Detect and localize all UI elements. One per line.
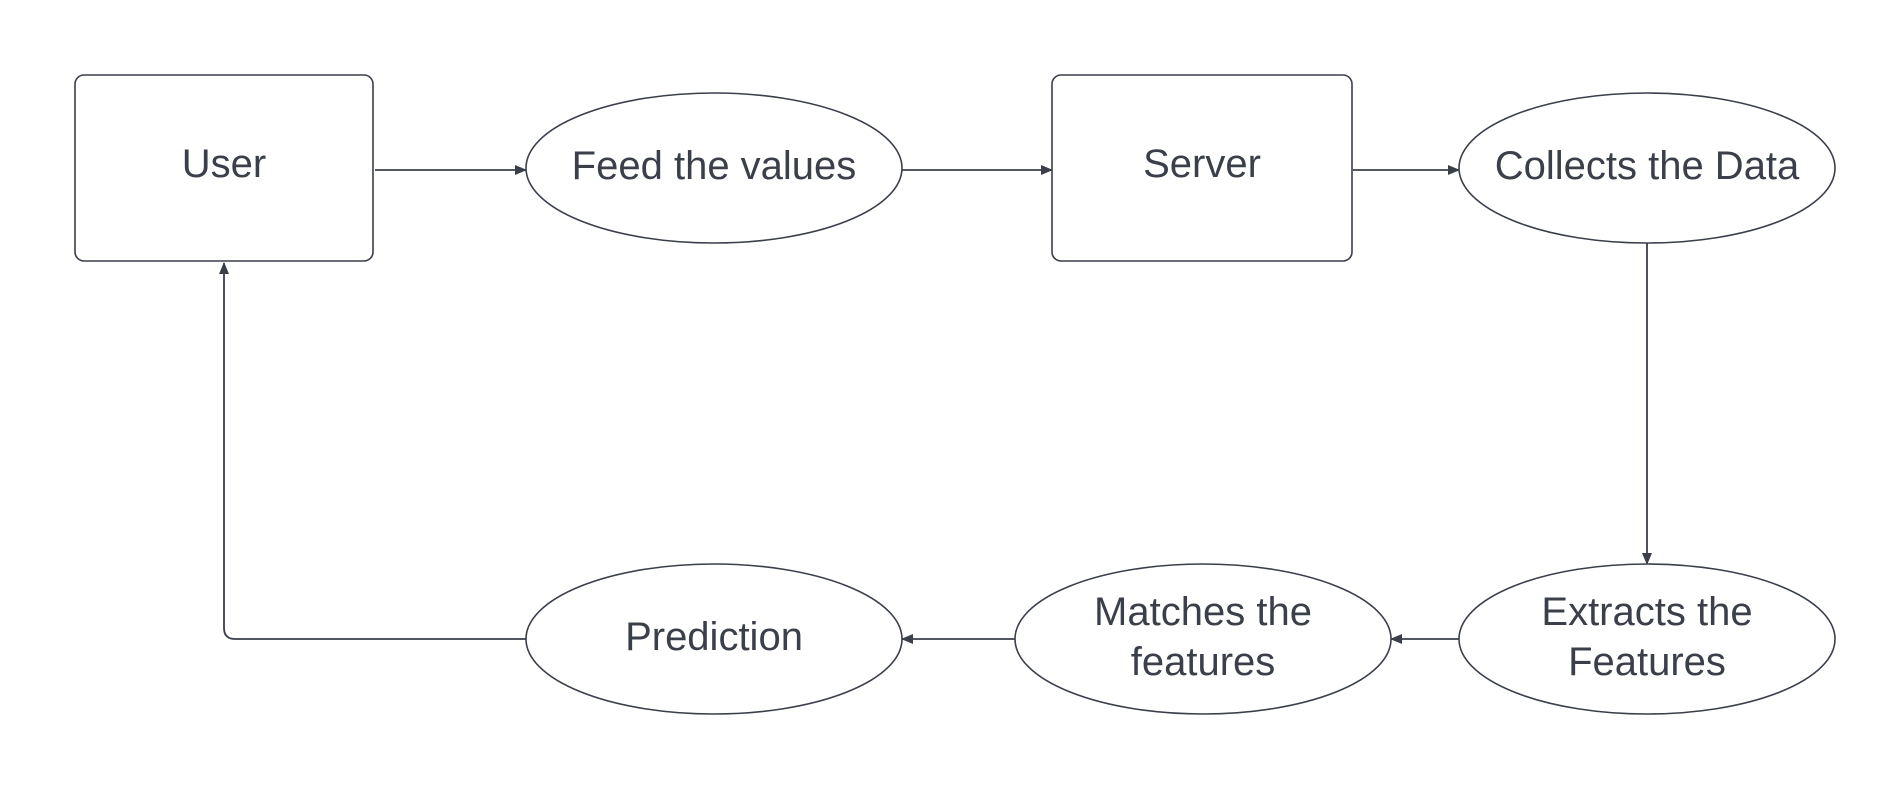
node-feed-values-label-0: Feed the values <box>572 144 857 188</box>
node-user-label-0: User <box>182 142 266 186</box>
node-matches-features: Matches the features <box>1014 563 1392 715</box>
edge-prediction-to-user <box>219 262 526 640</box>
node-extracts-features-ellipse <box>1458 563 1836 715</box>
node-server-rect <box>1051 74 1353 262</box>
node-matches-features-label-1: features <box>1131 640 1276 684</box>
edges-layer <box>219 165 1652 644</box>
node-prediction-ellipse <box>525 563 903 715</box>
node-user-rect <box>74 74 374 262</box>
node-prediction: Prediction <box>525 563 903 715</box>
node-matches-features-label-0: Matches the <box>1094 590 1312 634</box>
node-prediction-label-0: Prediction <box>625 615 803 659</box>
node-collects-data-label-0: Collects the Data <box>1495 144 1800 188</box>
node-user: User <box>74 74 374 262</box>
nodes-layer: User Feed the values Server Collects the Da… <box>74 74 1836 715</box>
node-server: Server <box>1051 74 1353 262</box>
node-matches-features-ellipse <box>1014 563 1392 715</box>
node-feed-values: Feed the values <box>525 92 903 244</box>
node-extracts-features-label-0: Extracts the <box>1541 590 1752 634</box>
node-extracts-features-label-1: Features <box>1568 640 1726 684</box>
node-collects-data-ellipse <box>1458 92 1836 244</box>
node-collects-data: Collects the Data <box>1458 92 1836 244</box>
node-feed-values-ellipse <box>525 92 903 244</box>
node-server-label-0: Server <box>1143 142 1261 186</box>
